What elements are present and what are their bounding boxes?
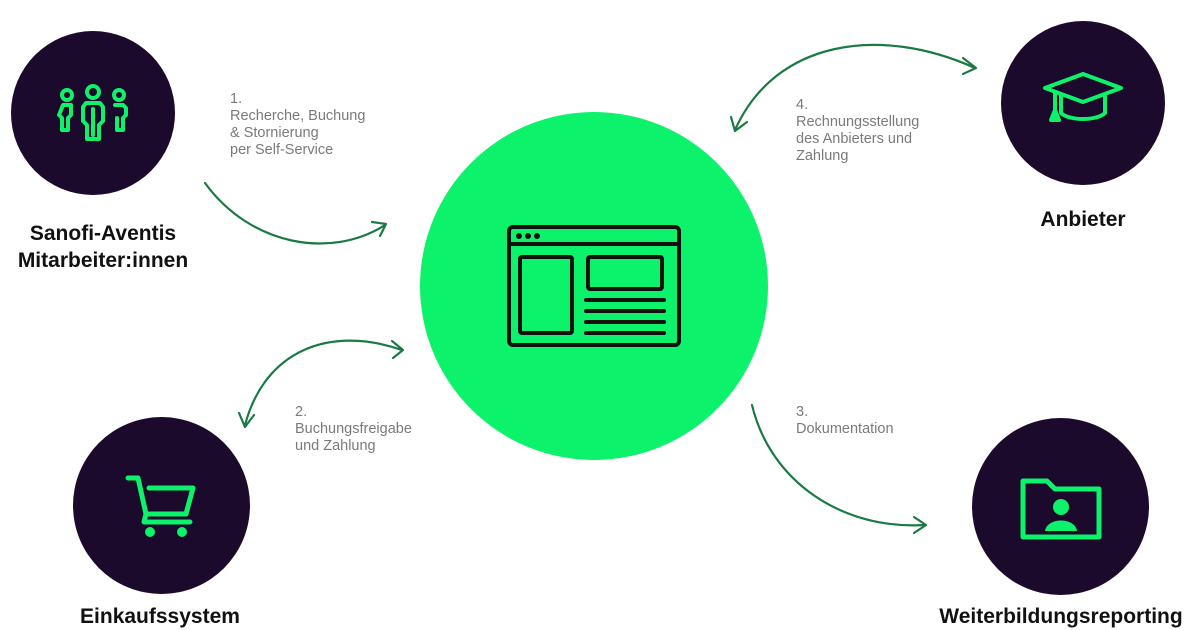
step1-line2: & Stornierung bbox=[230, 125, 319, 141]
arrow-step4 bbox=[733, 43, 977, 132]
step3-line1: Dokumentation bbox=[796, 421, 894, 437]
arrow-step4-head-right bbox=[961, 56, 978, 76]
step2-line1: Buchungsfreigabe bbox=[295, 421, 412, 437]
employees-node bbox=[11, 31, 175, 195]
arrow-step3 bbox=[750, 403, 927, 527]
step1-line1: Recherche, Buchung bbox=[230, 108, 366, 124]
purchasing-node bbox=[73, 417, 250, 594]
purchasing-label: Einkaufssystem bbox=[80, 605, 240, 628]
step3-number: 3. bbox=[796, 404, 809, 420]
arrow-step2-head-top bbox=[390, 339, 405, 360]
employees-label-line2: Mitarbeiter:innen bbox=[17, 249, 189, 272]
arrow-step1 bbox=[203, 181, 387, 245]
arrow-step3-head bbox=[912, 515, 928, 535]
graduation-cap-icon bbox=[1043, 72, 1123, 122]
step4-line1: Rechnungsstellung bbox=[796, 114, 920, 130]
step2-line2: und Zahlung bbox=[295, 438, 376, 454]
step4-number: 4. bbox=[796, 97, 809, 113]
step2-number: 2. bbox=[295, 404, 308, 420]
step4-line2: des Anbieters und bbox=[796, 131, 913, 147]
arrow-step2-head-bottom bbox=[237, 411, 256, 429]
arrow-step1-head bbox=[370, 220, 388, 238]
people-icon bbox=[57, 84, 128, 141]
folder-user-icon bbox=[1020, 478, 1101, 539]
reporting-label: Weiterbildungsreporting bbox=[939, 605, 1183, 628]
browser-window-icon bbox=[507, 225, 681, 347]
step1-line3: per Self-Service bbox=[230, 142, 334, 158]
provider-label: Anbieter bbox=[1040, 208, 1126, 231]
step4-text: 4. Rechnungsstellung des Anbieters und Z… bbox=[796, 97, 919, 165]
provider-node bbox=[1001, 21, 1165, 185]
employees-label: Sanofi-Aventis Mitarbeiter:innen bbox=[8, 220, 198, 274]
platform-node bbox=[420, 112, 768, 460]
step2-text: 2. Buchungsfreigabe und Zahlung bbox=[295, 404, 412, 455]
step1-number: 1. bbox=[230, 91, 243, 107]
step4-line3: Zahlung bbox=[796, 148, 849, 164]
reporting-node bbox=[972, 418, 1149, 595]
arrow-step4-head-left bbox=[729, 115, 749, 133]
arrow-step2 bbox=[243, 339, 404, 427]
shopping-cart-icon bbox=[125, 475, 195, 537]
employees-label-line1: Sanofi-Aventis bbox=[29, 222, 177, 245]
step3-text: 3. Dokumentation bbox=[796, 404, 894, 438]
step1-text: 1. Recherche, Buchung & Stornierung per … bbox=[230, 91, 365, 159]
